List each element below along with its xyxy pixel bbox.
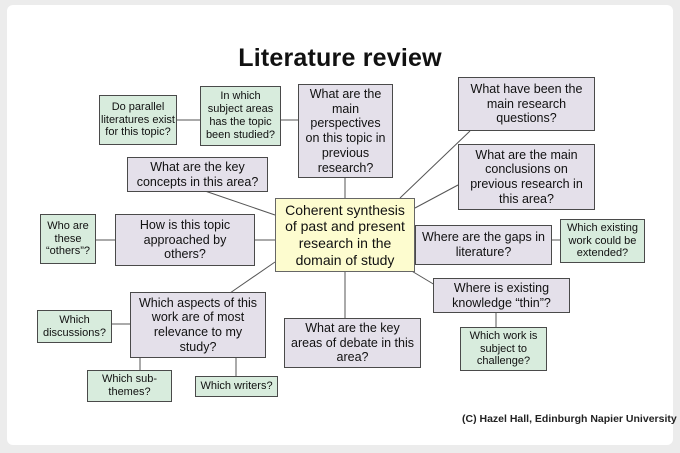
node-work-subject-to-challenge: Which work is subject to challenge?: [460, 327, 547, 371]
connector: [204, 190, 276, 216]
page-title: Literature review: [238, 44, 442, 72]
node-which-discussions: Which discussions?: [37, 310, 112, 343]
node-knowledge-thin: Where is existing knowledge “thin”?: [433, 278, 570, 313]
node-main-perspectives: What are the main perspectives on this t…: [298, 84, 393, 178]
node-who-are-others: Who are these “others”?: [40, 214, 96, 264]
connector: [409, 269, 436, 286]
node-subject-areas: In which subject areas has the topic bee…: [200, 86, 281, 146]
node-parallel-literatures: Do parallel literatures exist for this t…: [99, 95, 177, 145]
node-gaps-in-literature: Where are the gaps in literature?: [415, 225, 552, 265]
connector: [229, 261, 276, 294]
connector: [414, 184, 459, 209]
node-key-concepts: What are the key concepts in this area?: [127, 157, 268, 192]
node-key-areas-debate: What are the key areas of debate in this…: [284, 318, 421, 368]
node-approached-by-others: How is this topic approached by others?: [115, 214, 255, 266]
copyright-credit: (C) Hazel Hall, Edinburgh Napier Univers…: [462, 413, 677, 425]
node-main-research-questions: What have been the main research questio…: [458, 77, 595, 131]
node-main-conclusions: What are the main conclusions on previou…: [458, 144, 595, 210]
connector: [399, 130, 471, 199]
central-synthesis-node: Coherent synthesis of past and present r…: [275, 198, 415, 272]
node-which-writers: Which writers?: [195, 376, 278, 397]
node-aspects-relevance: Which aspects of this work are of most r…: [130, 292, 266, 358]
node-sub-themes: Which sub- themes?: [87, 370, 172, 402]
node-existing-work-extended: Which existing work could be extended?: [560, 219, 645, 263]
